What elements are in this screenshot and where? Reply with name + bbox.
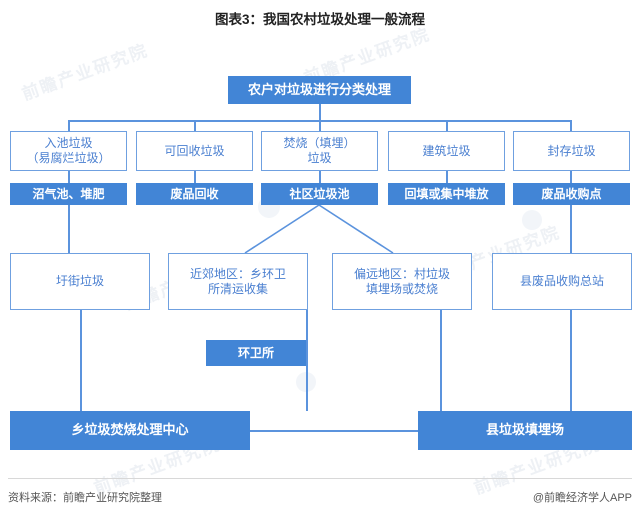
- node-f1[interactable]: 环卫所: [206, 340, 306, 366]
- connector-bus-to-c2: [194, 120, 196, 131]
- connector-e4-g2: [570, 310, 572, 411]
- node-d2[interactable]: 废品回收: [136, 183, 253, 205]
- page-title: 图表3：我国农村垃圾处理一般流程: [214, 12, 425, 27]
- connector-root-down: [319, 104, 321, 121]
- connector-bus-to-c1: [68, 120, 70, 131]
- node-e2-line1: 近郊地区：乡环卫: [189, 266, 286, 281]
- connector-e2-f1: [306, 310, 308, 350]
- connector-bus-to-c4: [446, 120, 448, 131]
- connector-e3-g2: [440, 310, 442, 411]
- node-e4[interactable]: 县废品收购总站: [492, 253, 632, 310]
- connector-c3-d3: [319, 170, 321, 183]
- connector-c4-d4: [446, 170, 448, 183]
- node-c4[interactable]: 建筑垃圾: [388, 131, 505, 171]
- node-c1[interactable]: 入池垃圾 （易腐烂垃圾）: [10, 131, 127, 171]
- node-c3-line1: 焚烧（填埋）: [283, 136, 356, 150]
- node-g1[interactable]: 乡垃圾焚烧处理中心: [10, 411, 250, 450]
- connector-bus-to-c5: [570, 120, 572, 131]
- source-note: 资料来源：前瞻产业研究院整理: [8, 492, 162, 504]
- node-d3[interactable]: 社区垃圾池: [261, 183, 378, 205]
- node-root[interactable]: 农户对垃圾进行分类处理: [228, 76, 411, 104]
- node-c1-line1: 入池垃圾: [44, 136, 93, 150]
- connector-c2-d2: [194, 170, 196, 183]
- node-c3-line2: 垃圾: [307, 151, 332, 165]
- node-c3[interactable]: 焚烧（填埋） 垃圾: [261, 131, 378, 171]
- node-e2[interactable]: 近郊地区：乡环卫 所清运收集: [168, 253, 308, 310]
- connector-c5-d5: [570, 170, 572, 183]
- node-e3-line1: 偏远地区：村垃圾: [353, 266, 450, 281]
- node-e1[interactable]: 圩街垃圾: [10, 253, 150, 310]
- node-g2[interactable]: 县垃圾填埋场: [418, 411, 632, 450]
- node-d5[interactable]: 废品收购点: [513, 183, 630, 205]
- node-d1[interactable]: 沼气池、堆肥: [10, 183, 127, 205]
- footer-divider: [8, 478, 632, 479]
- watermark-dot: [522, 210, 542, 230]
- attribution-note: @前瞻经济学人APP: [532, 492, 632, 504]
- connector-f1-g1: [306, 350, 308, 411]
- node-c1-line2: （易腐烂垃圾）: [26, 151, 111, 165]
- node-e2-line2: 所清运收集: [207, 281, 268, 296]
- connector-c1-d1: [68, 170, 70, 183]
- connector-d5-e4: [570, 205, 572, 253]
- node-c5[interactable]: 封存垃圾: [513, 131, 630, 171]
- node-e3[interactable]: 偏远地区：村垃圾 填埋场或焚烧: [332, 253, 472, 310]
- node-e3-line2: 填埋场或焚烧: [365, 281, 438, 296]
- node-d4[interactable]: 回填或集中堆放: [388, 183, 505, 205]
- node-c2[interactable]: 可回收垃圾: [136, 131, 253, 171]
- connector-bus-to-c3: [319, 120, 321, 131]
- connector-d1-e1: [68, 205, 70, 253]
- watermark-text: 前瞻产业研究院: [19, 40, 151, 105]
- connector-e1-g1: [80, 310, 82, 411]
- connector-g1-g2: [250, 430, 418, 432]
